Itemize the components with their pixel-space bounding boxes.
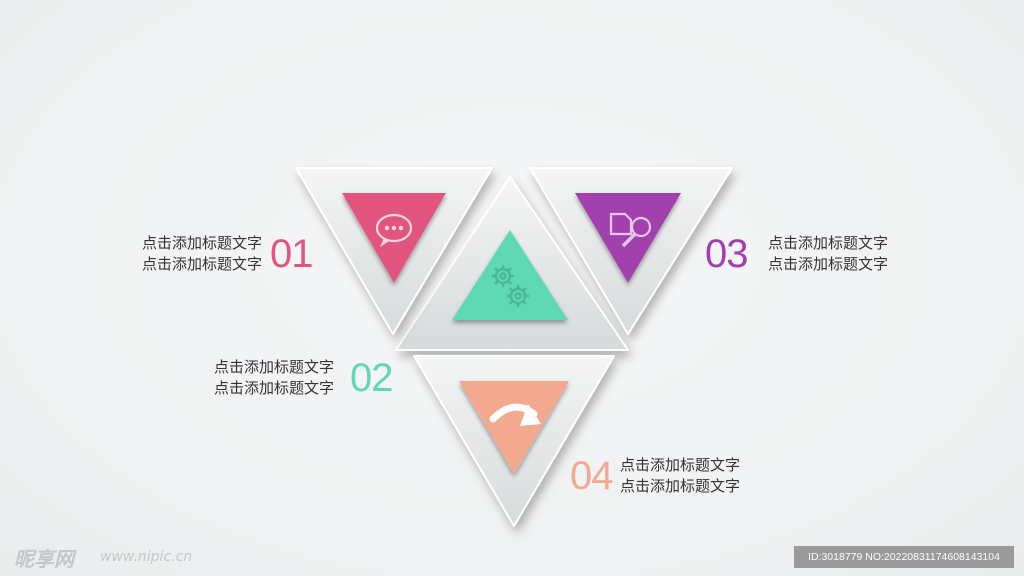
inner-triangle-04 xyxy=(459,381,569,474)
search-document-icon xyxy=(609,212,652,248)
number-02: 02 xyxy=(350,356,393,400)
label-03-line2: 点击添加标题文字 xyxy=(768,255,889,273)
label-02: 点击添加标题文字 点击添加标题文字 xyxy=(162,357,334,399)
label-04-line1: 点击添加标题文字 xyxy=(620,456,741,474)
label-01-line1: 点击添加标题文字 xyxy=(141,234,262,252)
gears-icon xyxy=(492,265,529,307)
number-03: 03 xyxy=(705,232,748,276)
label-03: 点击添加标题文字 点击添加标题文字 xyxy=(768,233,888,275)
watermark-url: www.nipic.cn xyxy=(100,549,193,565)
watermark-logo: 昵享网 xyxy=(14,547,74,571)
label-01: 点击添加标题文字 点击添加标题文字 xyxy=(90,233,262,275)
redo-arrow-icon xyxy=(489,403,541,426)
inner-triangle-03 xyxy=(575,193,681,283)
label-04: 点击添加标题文字 点击添加标题文字 xyxy=(620,455,740,497)
number-04: 04 xyxy=(570,454,613,498)
label-02-line1: 点击添加标题文字 xyxy=(213,358,334,376)
inner-triangle-01 xyxy=(342,193,446,283)
label-03-line1: 点击添加标题文字 xyxy=(768,234,889,252)
label-01-line2: 点击添加标题文字 xyxy=(141,255,262,273)
label-04-line2: 点击添加标题文字 xyxy=(620,477,741,495)
number-01: 01 xyxy=(270,232,313,276)
label-02-line2: 点击添加标题文字 xyxy=(213,379,334,397)
image-id-strip: ID:3018779 NO:20220831174608143104 xyxy=(794,546,1014,568)
chat-bubble-icon xyxy=(375,213,413,247)
